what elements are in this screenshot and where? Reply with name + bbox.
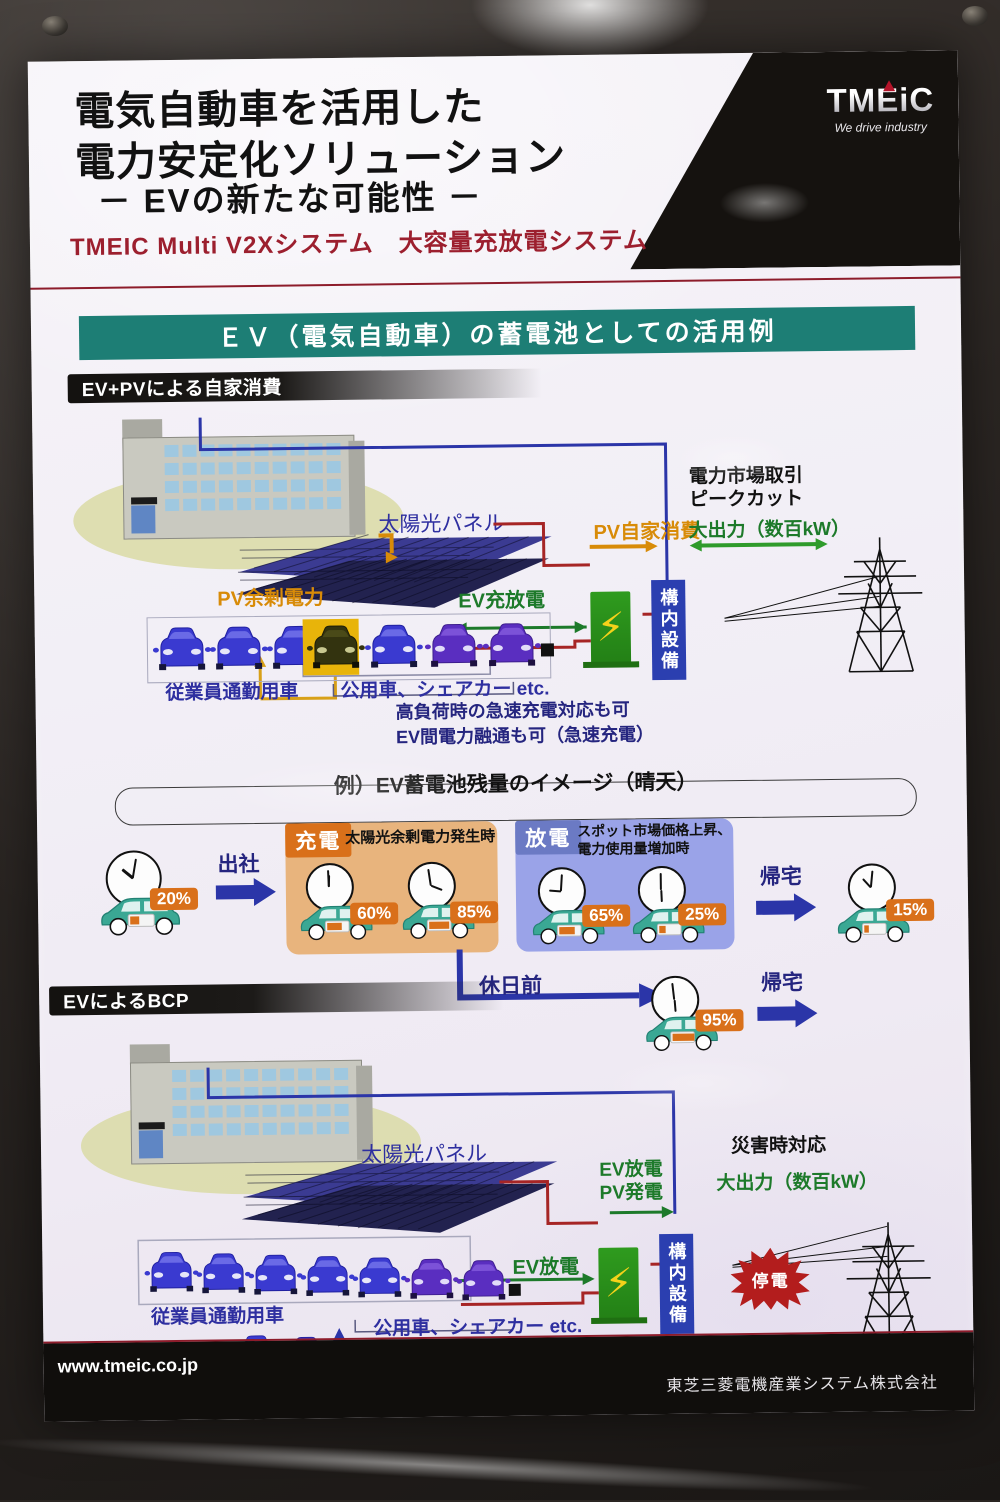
ev-car-front-1 — [153, 626, 212, 678]
poster-footer: 東芝三菱電機産業システム株式会社 — [43, 1332, 974, 1421]
facility-label-1: 構内設備 — [655, 588, 682, 672]
shared-car-front-2 — [483, 622, 542, 674]
home-label-2: 帰宅 — [761, 970, 803, 996]
battery-pct-discharge-2: 25% — [678, 903, 726, 926]
header-divider — [30, 276, 960, 289]
battery-pct-holiday: 95% — [695, 1009, 743, 1032]
charger-base-1 — [583, 661, 639, 668]
shared-car-front-1 — [425, 622, 484, 674]
section3-pill-label: EVによるBCP — [63, 986, 189, 1015]
clock-minute-hand — [660, 873, 662, 890]
mount-bolt-top-right — [962, 6, 988, 26]
pv-surplus-label: PV余剰電力 — [217, 586, 324, 612]
discharge-caption: スポット市場価格上昇、 電力使用量増加時 — [577, 821, 731, 858]
clock-minute-hand — [870, 870, 873, 887]
v2x-charger-2: ⚡ — [598, 1247, 639, 1319]
discharge-tag: 放電 — [515, 820, 581, 855]
bcp-car-1 — [144, 1250, 199, 1300]
bcp-shared-car-2 — [456, 1258, 511, 1308]
title-line-1: 電気自動車を活用した — [74, 85, 485, 134]
page-subtitle: － EVの新たな可能性 － — [97, 170, 483, 223]
section3-pill: EVによるBCP — [49, 981, 503, 1016]
lightning-bolt-icon-1: ⚡ — [596, 607, 625, 647]
bcp-car-4 — [300, 1254, 355, 1304]
ev-car-front-2 — [210, 625, 269, 677]
website-url[interactable]: www.tmeic.co.jp — [58, 1355, 199, 1378]
clock-hour-hand — [673, 1000, 676, 1012]
arrow-home-2 — [757, 998, 819, 1033]
charger-base-2 — [591, 1317, 647, 1324]
ev-discharge-label: EV放電 — [512, 1255, 579, 1280]
ev-charge-discharge-label: EV充放電 — [458, 588, 545, 613]
battery-pct-charge-1: 60% — [350, 902, 398, 925]
logo-tagline: We drive industry — [827, 120, 935, 135]
ev-car-front-highlighted — [307, 624, 366, 676]
floor-light-streak — [0, 1428, 880, 1501]
arrow-home-1 — [756, 892, 818, 927]
clock-minute-hand — [132, 859, 137, 879]
section1-pill: EV+PVによる自家消費 — [68, 368, 542, 403]
clock-minute-hand — [671, 983, 675, 1000]
charge-caption: 太陽光余剰電力発生時 — [345, 828, 495, 848]
section-band: ＥＶ（電気自動車）の蓄電池としての活用例 — [79, 306, 915, 360]
battery-pct-home-1: 15% — [886, 899, 934, 922]
charge-tag: 充電 — [285, 823, 351, 858]
charge-plug-connector-1 — [541, 643, 554, 656]
fast-charge-note-2: EV間電力融通も可（急速充電） — [396, 724, 654, 749]
depart-label: 出社 — [217, 852, 259, 878]
ev-car-front-5 — [365, 623, 424, 675]
poster-header: TMEiC We drive industry 電気自動車を活用した電力安定化ソ… — [28, 50, 961, 291]
arrow-depart — [216, 877, 278, 912]
charge-plug-connector-2 — [509, 1284, 521, 1296]
home-label-1: 帰宅 — [760, 864, 802, 890]
tmeic-logo: TMEiC We drive industry — [826, 81, 934, 135]
facility-box-1: 構内設備 — [651, 580, 686, 680]
disaster-label: 災害時対応 — [731, 1134, 826, 1158]
clock-hour-hand — [660, 890, 663, 902]
facility-label-2: 構内設備 — [663, 1242, 690, 1326]
logo-red-triangle-icon — [883, 80, 895, 91]
ev-discharge-pv-label: EV放電 PV発電 — [599, 1158, 663, 1205]
employee-cars-label-1: 従業員通勤用車 — [165, 680, 298, 705]
employee-cars-label-2: 従業員通勤用車 — [151, 1305, 284, 1330]
pv-self-consumption-label: PV自家消費 — [593, 520, 700, 546]
bcp-shared-car-1 — [404, 1257, 459, 1307]
ceiling-light-glare — [470, 0, 710, 60]
section2-title-box: 例）EV蓄電池残量のイメージ（晴天） — [115, 778, 917, 826]
transmission-tower-1 — [824, 531, 946, 682]
market-peakcut-label: 電力市場取引 ピークカット — [689, 464, 804, 512]
clock-hour-hand — [431, 885, 443, 892]
facility-box-2: 構内設備 — [659, 1234, 694, 1334]
blackout-label: 停電 — [751, 1266, 789, 1291]
bcp-car-2 — [196, 1251, 251, 1301]
battery-pct-discharge-1: 65% — [582, 904, 630, 927]
page-tagline: TMEIC Multi V2Xシステム 大容量充放電システム — [70, 220, 648, 262]
bcp-car-3 — [248, 1252, 303, 1302]
section-band-label: ＥＶ（電気自動車）の蓄電池としての活用例 — [217, 312, 777, 355]
company-name: 東芝三菱電機産業システム株式会社 — [666, 1369, 938, 1396]
large-output-label-2: 大出力（数百kW） — [716, 1170, 878, 1195]
battery-pct-charge-2: 85% — [450, 901, 498, 924]
logo-wordmark: TMEiC — [826, 81, 934, 120]
public-cars-label-1: 公用車、シェアカー etc. — [340, 677, 549, 703]
v2x-charger-1: ⚡ — [590, 591, 631, 663]
mount-bolt-top-left — [42, 16, 68, 36]
fast-charge-note-1: 高負荷時の急速充電対応も可 — [396, 699, 630, 724]
clock-minute-hand — [560, 874, 563, 891]
battery-pct-start: 20% — [150, 888, 198, 911]
poster-board: TMEiC We drive industry 電気自動車を活用した電力安定化ソ… — [28, 50, 975, 1421]
lightning-bolt-icon-2: ⚡ — [604, 1263, 633, 1303]
clock-minute-hand — [327, 870, 330, 887]
blackout-burst: 停電 — [730, 1247, 811, 1310]
bcp-car-5 — [352, 1255, 407, 1305]
section1-pill-label: EV+PVによる自家消費 — [82, 373, 283, 402]
clock-minute-hand — [427, 869, 431, 886]
